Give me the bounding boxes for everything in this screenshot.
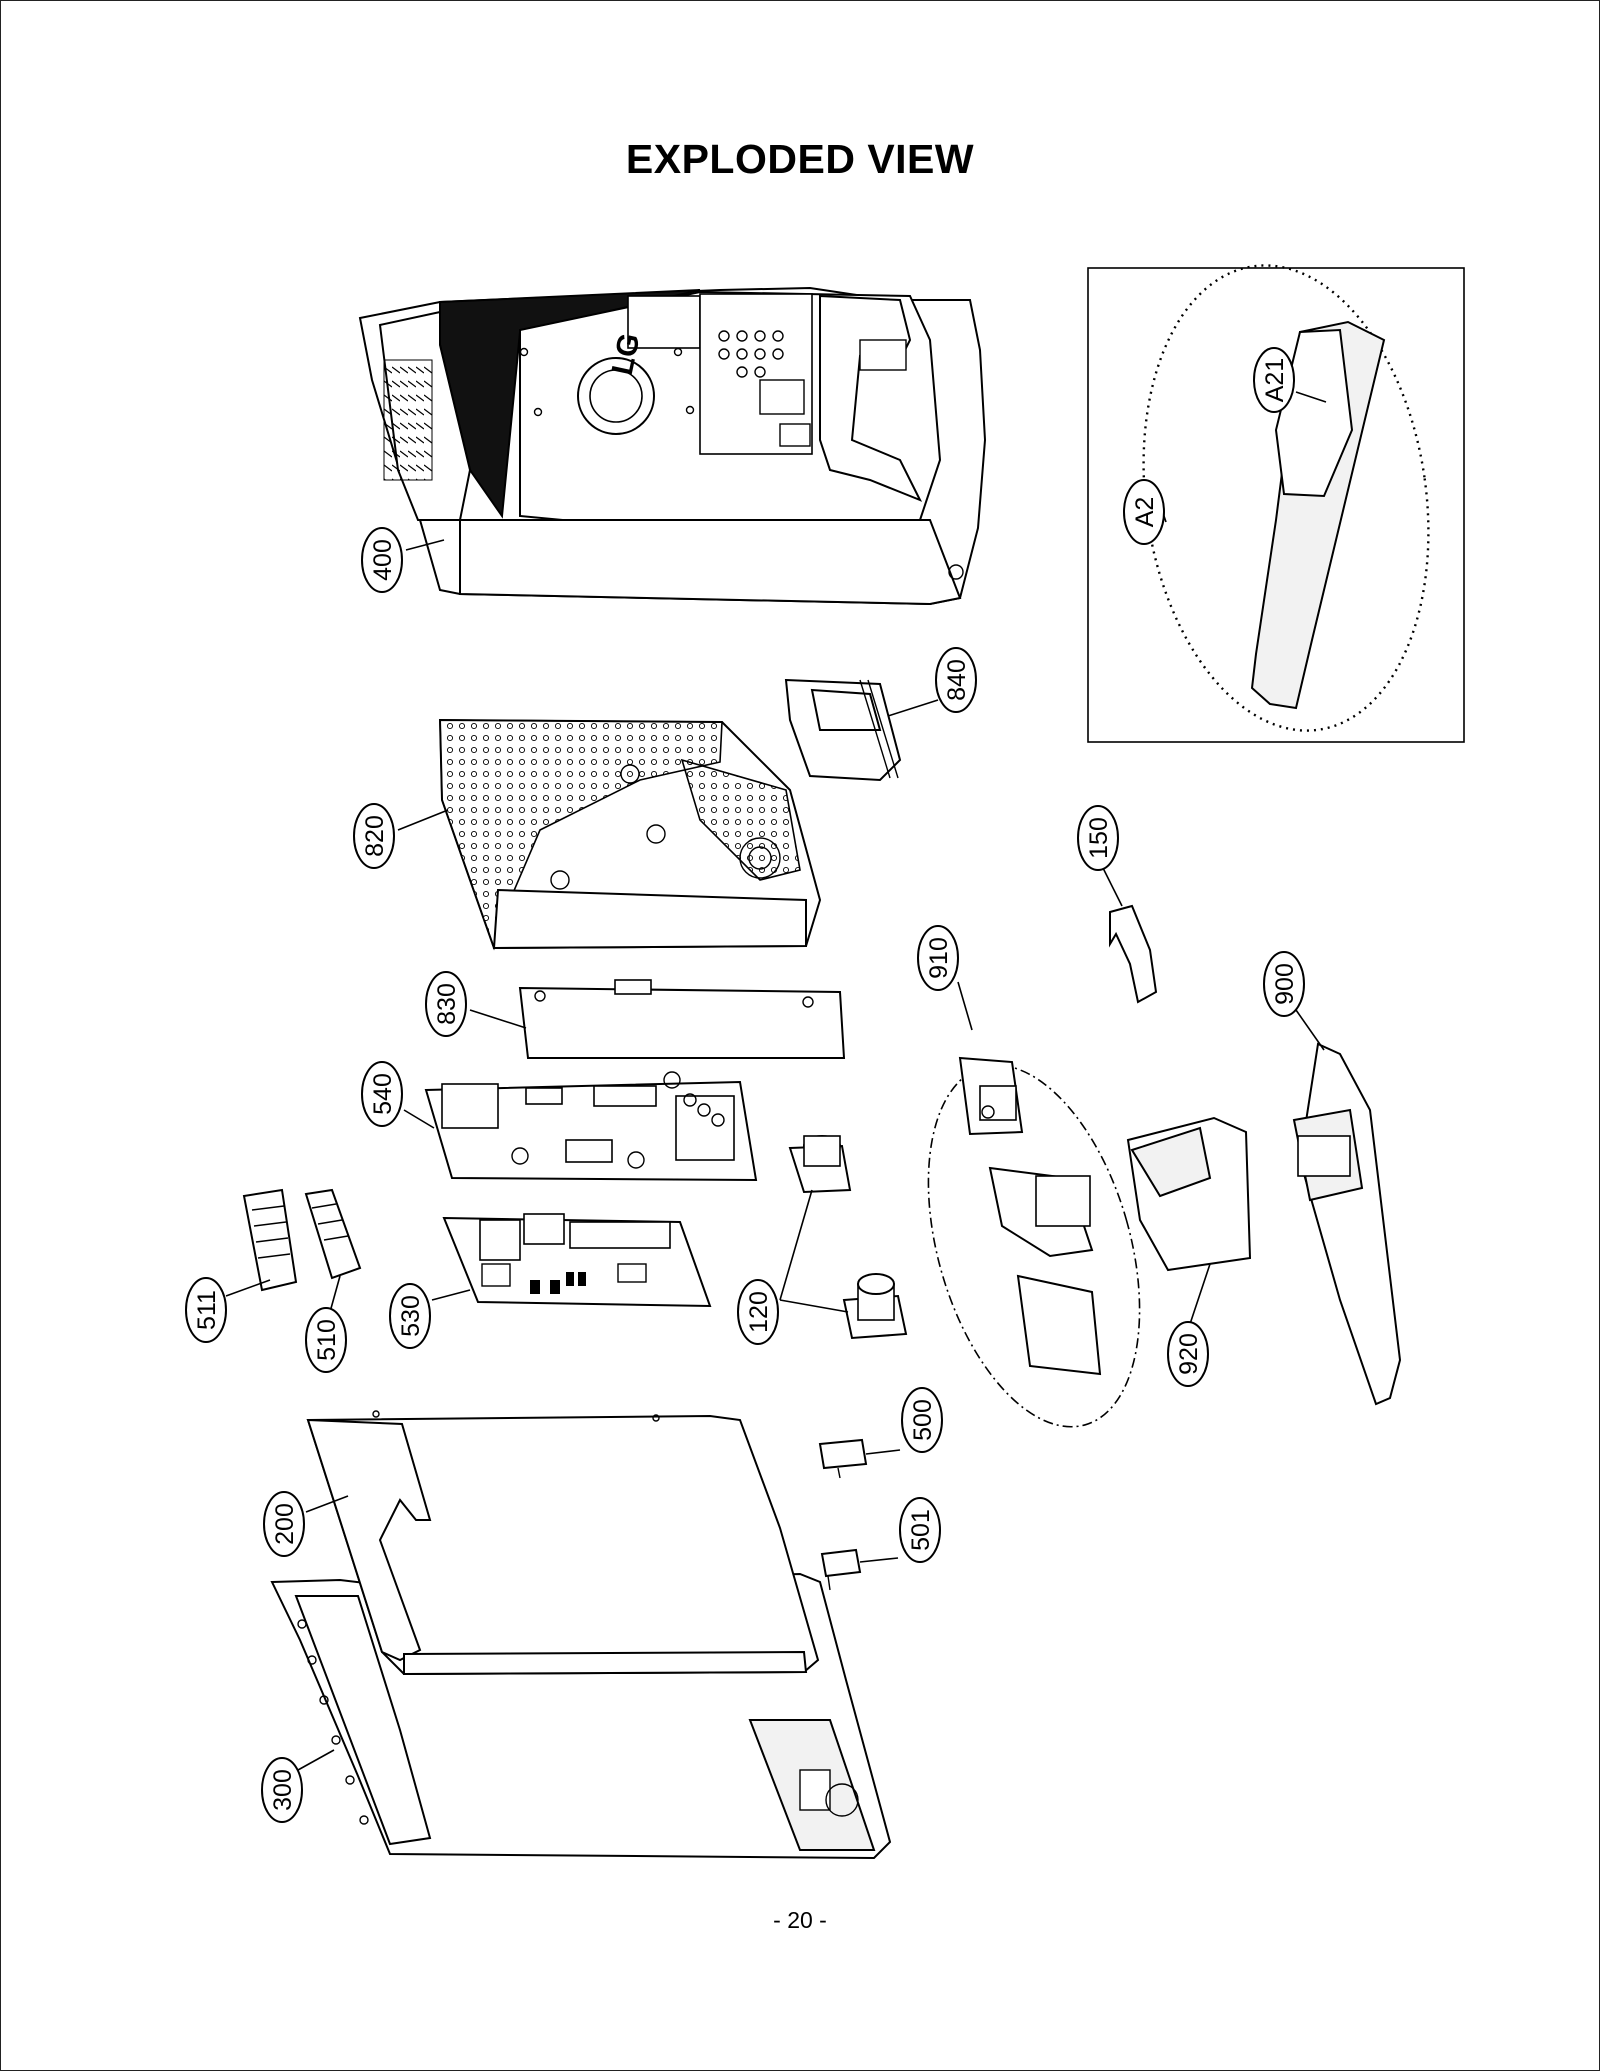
svg-text:511: 511 <box>193 1290 221 1330</box>
svg-text:300: 300 <box>269 1769 297 1811</box>
svg-text:150: 150 <box>1085 817 1113 859</box>
callout-910: 910 <box>917 925 959 991</box>
callout-830: 830 <box>425 971 467 1037</box>
callout-300: 300 <box>261 1757 303 1823</box>
callout-510: 510 <box>305 1307 347 1373</box>
callout-511: 511 <box>185 1277 227 1343</box>
part-910-hinge-assembly <box>927 1056 1141 1428</box>
svg-text:830: 830 <box>433 983 461 1025</box>
callout-820: 820 <box>353 803 395 869</box>
lg-logo: LG <box>577 330 655 435</box>
part-500-small-board <box>818 1438 868 1479</box>
svg-text:510: 510 <box>313 1319 341 1361</box>
part-150-clip <box>1109 904 1158 1004</box>
callout-920: 920 <box>1167 1321 1209 1387</box>
svg-text:A2: A2 <box>1131 497 1159 528</box>
svg-text:A21: A21 <box>1261 358 1289 402</box>
part-820-shield-frame <box>438 718 822 951</box>
callout-501: 501 <box>899 1497 941 1563</box>
callout-150: 150 <box>1077 805 1119 871</box>
page-title: EXPLODED VIEW <box>625 136 975 182</box>
svg-text:120: 120 <box>745 1291 773 1333</box>
part-920-hinge-cover <box>1126 1116 1252 1272</box>
svg-text:500: 500 <box>909 1399 937 1441</box>
part-120-speakers <box>788 1135 908 1340</box>
callout-900: 900 <box>1263 951 1305 1017</box>
front-cabinet-details <box>297 1619 859 1825</box>
part-501-small-board <box>820 1548 862 1591</box>
callout-840: 840 <box>935 647 977 713</box>
svg-text:400: 400 <box>369 539 397 581</box>
part-900-stand-base <box>1292 1042 1402 1406</box>
svg-text:920: 920 <box>1175 1333 1203 1375</box>
part-A2-stand-neck <box>1250 320 1386 710</box>
page-number: - 20 - <box>773 1907 827 1933</box>
callout-400: 400 <box>361 527 403 593</box>
svg-text:820: 820 <box>361 815 389 857</box>
svg-text:910: 910 <box>925 937 953 979</box>
callout-120: 120 <box>737 1279 779 1345</box>
part-540-main-board <box>424 1071 758 1182</box>
svg-text:900: 900 <box>1271 963 1299 1005</box>
svg-text:540: 540 <box>369 1073 397 1115</box>
callout-530: 530 <box>389 1283 431 1349</box>
part-840-bracket <box>784 678 902 782</box>
part-510-connector-board <box>304 1188 362 1280</box>
callout-200: 200 <box>263 1491 305 1557</box>
connector-holes <box>718 330 784 378</box>
callout-500: 500 <box>901 1387 943 1453</box>
svg-text:530: 530 <box>397 1295 425 1337</box>
callout-A2: A2 <box>1123 479 1165 545</box>
callout-A21: A21 <box>1253 347 1295 413</box>
part-200-lcd-panel <box>306 1410 820 1676</box>
svg-text:501: 501 <box>907 1509 935 1551</box>
callout-540: 540 <box>361 1061 403 1127</box>
svg-text:840: 840 <box>943 659 971 701</box>
part-511-connector <box>242 1188 298 1292</box>
part-400-back-cover: LG <box>358 286 987 606</box>
part-830-bar <box>518 979 846 1059</box>
part-530-power-board <box>442 1213 712 1308</box>
svg-text:200: 200 <box>271 1503 299 1545</box>
inset-box <box>1087 264 1465 743</box>
